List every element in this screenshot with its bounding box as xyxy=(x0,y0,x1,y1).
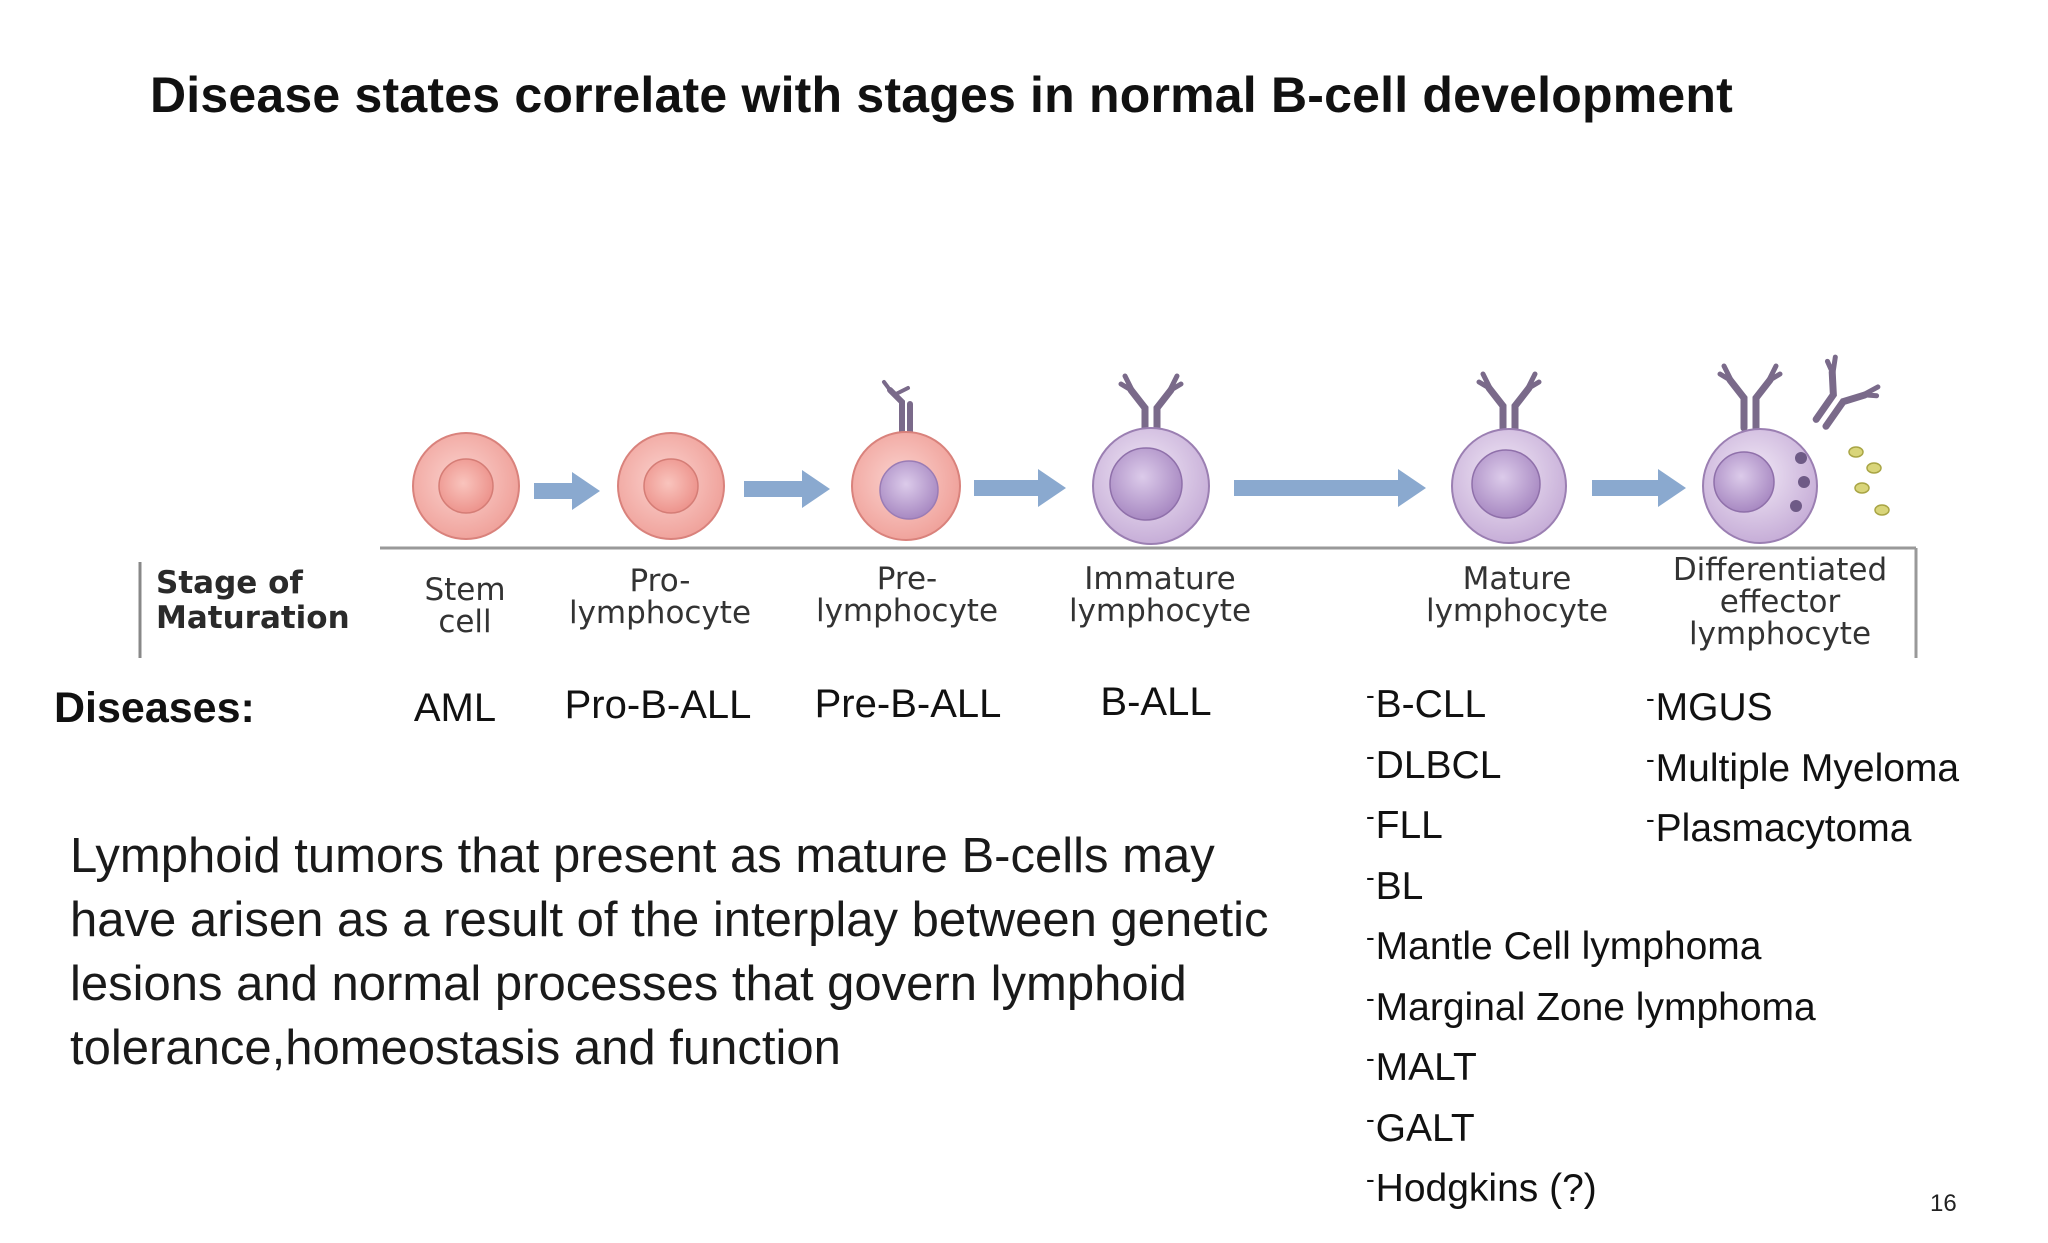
list-item: -MALT xyxy=(1366,1043,1477,1089)
list-item: -B-CLL xyxy=(1366,680,1487,726)
b-cell-maturation-diagram xyxy=(138,310,1918,658)
list-item: -Multiple Myeloma xyxy=(1646,743,1960,790)
stage-label-stem-cell: Stem cell xyxy=(424,572,506,640)
list-item: -Marginal Zone lymphoma xyxy=(1366,982,1816,1029)
slide-title: Disease states correlate with stages in … xyxy=(150,67,1734,123)
list-item: -Plasmacytoma xyxy=(1646,804,1912,850)
list-item: -MGUS xyxy=(1646,683,1773,729)
stem-cell-icon xyxy=(412,432,520,540)
stage-of-maturation-label: Stage of Maturation xyxy=(156,565,350,636)
mature-lymphocyte-icon xyxy=(1451,374,1567,544)
list-item: -FLL xyxy=(1366,801,1443,847)
arrow-4 xyxy=(1234,469,1426,507)
list-item: -DLBCL xyxy=(1366,740,1502,787)
arrow-2 xyxy=(744,470,830,508)
effector-lymphocyte-icon xyxy=(1702,355,1890,544)
diseases-label: Diseases: xyxy=(54,684,255,732)
disease-pro-b-all: Pro-B-ALL xyxy=(564,683,752,727)
maturation-arrows xyxy=(534,469,1686,510)
stage-label-pro-lymphocyte: Pro- lymphocyte xyxy=(568,563,752,631)
arrow-5 xyxy=(1592,469,1686,507)
list-item: -BL xyxy=(1366,861,1424,908)
arrow-1 xyxy=(534,472,600,510)
list-item: -GALT xyxy=(1366,1103,1475,1150)
mature-disease-list: -B-CLL -DLBCL -FLL -BL -Mantle Cell lymp… xyxy=(1366,670,1816,1215)
pro-lymphocyte-icon xyxy=(617,432,725,540)
stage-label-immature-lymphocyte: Immature lymphocyte xyxy=(1068,561,1252,629)
body-paragraph: Lymphoid tumors that present as mature B… xyxy=(70,829,1269,1075)
list-item: -Hodgkins (?) xyxy=(1366,1164,1597,1210)
disease-b-all: B-ALL xyxy=(1100,680,1212,724)
pre-lymphocyte-icon xyxy=(851,380,961,541)
effector-disease-list: -MGUS -Multiple Myeloma -Plasmacytoma xyxy=(1646,673,1959,855)
stage-label-pre-lymphocyte: Pre- lymphocyte xyxy=(815,561,999,629)
page-number: 16 xyxy=(1930,1190,1957,1217)
arrow-3 xyxy=(974,469,1066,507)
stage-label-differentiated-effector-lymphocyte: Differentiated effector lymphocyte xyxy=(1672,552,1888,652)
list-item: -Mantle Cell lymphoma xyxy=(1366,922,1762,968)
disease-aml: AML xyxy=(413,686,497,730)
immature-lymphocyte-icon xyxy=(1092,376,1210,545)
disease-pre-b-all: Pre-B-ALL xyxy=(814,682,1002,726)
stage-label-mature-lymphocyte: Mature lymphocyte xyxy=(1425,561,1609,629)
